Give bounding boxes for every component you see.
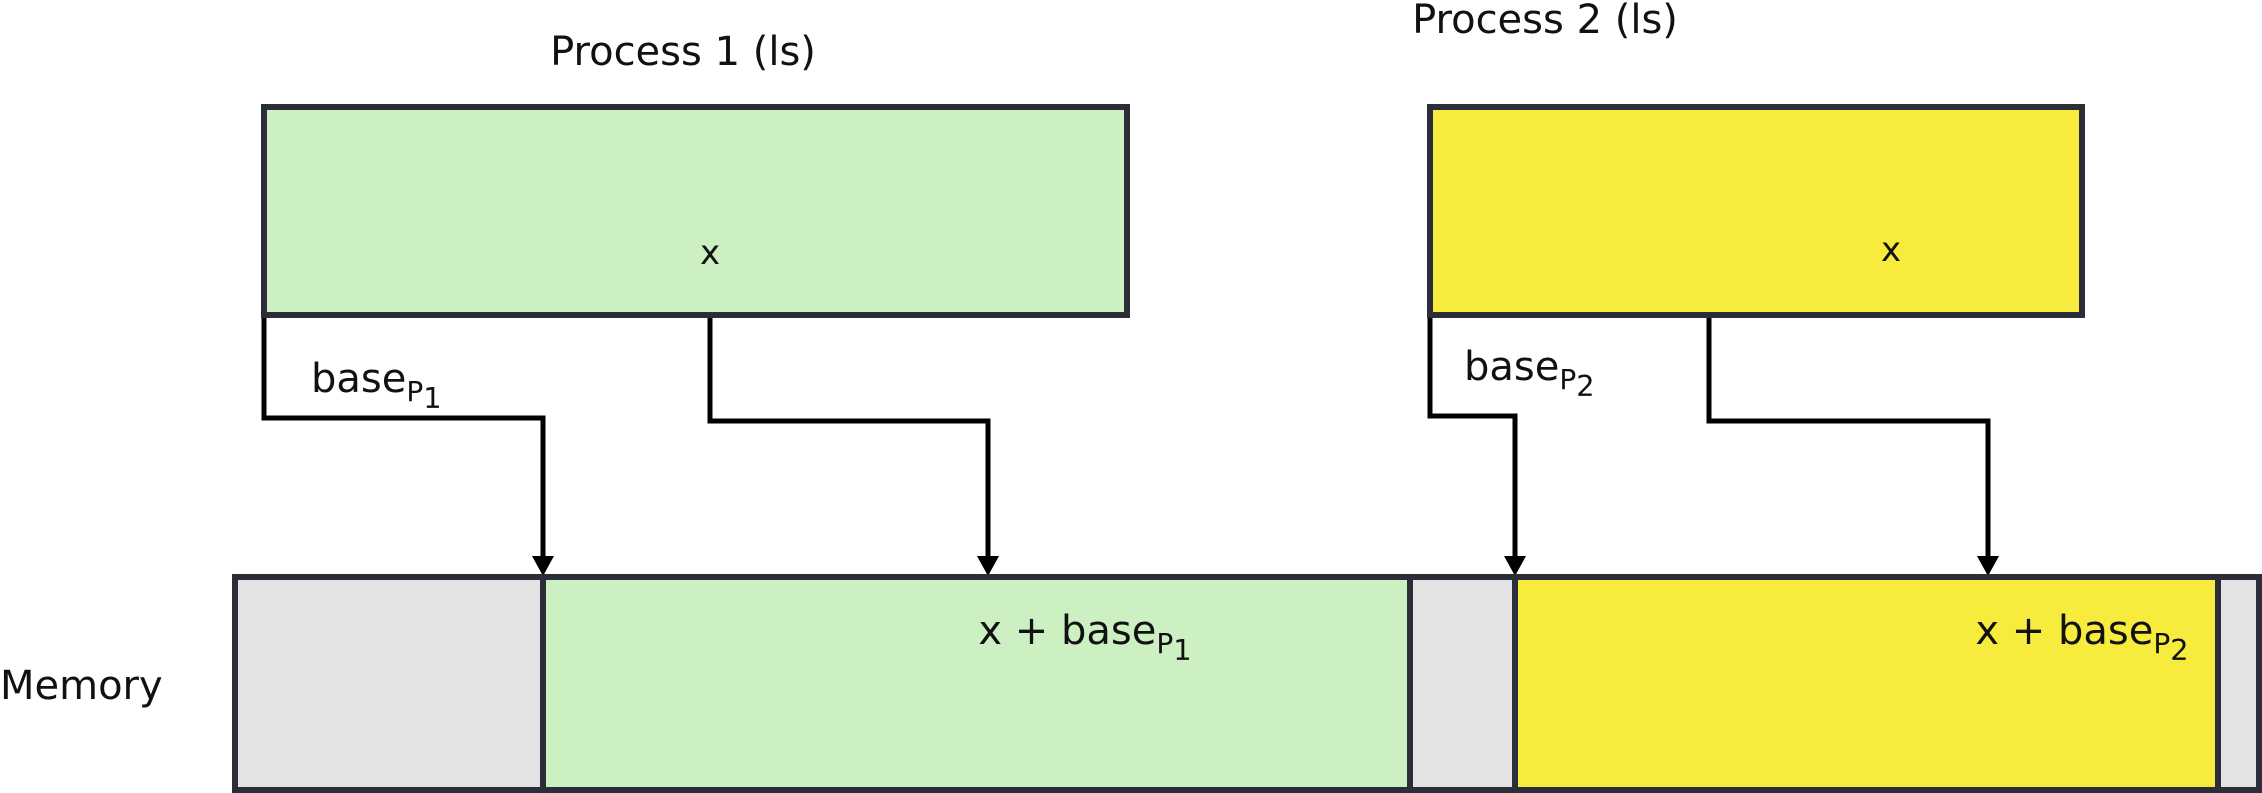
process2-virtual-address-label: x (1880, 230, 1902, 270)
process1-virtual-address-label: x (699, 233, 721, 273)
process1-base-subsub: 1 (423, 380, 442, 415)
arrow-process1-x (707, 314, 999, 576)
memory-region-process1 (546, 580, 1407, 787)
memory-divider-3 (1512, 580, 1518, 787)
memory-divider-4 (2215, 580, 2221, 787)
process2-title: Process 2 (ls) (1412, 0, 1678, 43)
process1-base-sub: P (406, 374, 424, 408)
memory-p1-text: x + base (978, 608, 1157, 654)
physical-memory-bar: x + baseP1 x + baseP2 (232, 574, 2262, 793)
process1-base-register-label: baseP1 (311, 356, 442, 414)
memory-process1-address-label: x + baseP1 (978, 608, 1191, 666)
memory-divider-2 (1407, 580, 1413, 787)
arrow-process2-x (1706, 314, 1999, 576)
memory-divider-1 (540, 580, 546, 787)
process1-base-text: base (311, 356, 407, 402)
memory-p2-subsub: 2 (2170, 632, 2189, 667)
memory-caption: Memory (0, 663, 163, 709)
process2-base-subsub: 2 (1576, 368, 1595, 403)
memory-process2-address-label: x + baseP2 (1975, 608, 2188, 666)
memory-p2-sub: P (2153, 626, 2171, 660)
process2-base-sub: P (1559, 362, 1577, 396)
process2-base-text: base (1464, 344, 1560, 390)
process2-address-space-box (1427, 104, 2085, 318)
arrow-process1-base (261, 314, 554, 576)
process2-base-register-label: baseP2 (1464, 344, 1595, 402)
process1-title: Process 1 (ls) (550, 29, 816, 75)
process1-address-space-box (261, 104, 1130, 318)
memory-p1-subsub: 1 (1173, 632, 1192, 667)
memory-region-process2 (1518, 580, 2215, 787)
memory-p2-text: x + base (1975, 608, 2154, 654)
memory-p1-sub: P (1156, 626, 1174, 660)
